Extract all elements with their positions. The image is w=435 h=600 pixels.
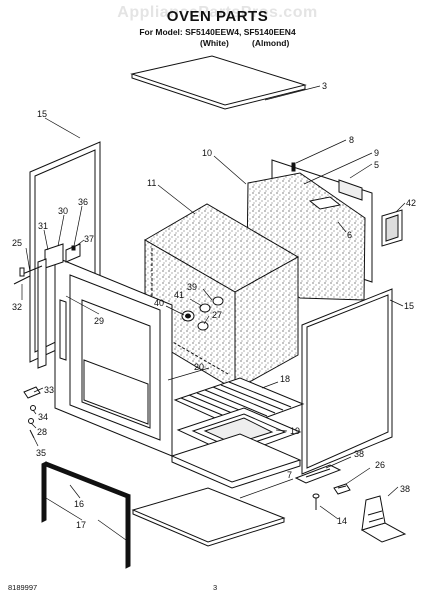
callout-16: 16 bbox=[74, 499, 84, 509]
leader-lines bbox=[21, 85, 406, 541]
right-side-panel-part bbox=[301, 288, 393, 475]
callout-11: 11 bbox=[147, 178, 156, 188]
color-almond: (Almond) bbox=[252, 38, 290, 48]
vent-upper-part bbox=[294, 464, 342, 484]
callout-8: 8 bbox=[349, 135, 354, 145]
page-title: OVEN PARTS bbox=[166, 8, 269, 25]
model-line: For Model: SF5140EEW4, SF5140EEN4 bbox=[139, 27, 296, 37]
page-number: 3 bbox=[213, 583, 218, 592]
callout-5: 5 bbox=[374, 160, 379, 170]
callout-27: 27 bbox=[212, 310, 222, 320]
bracket-part bbox=[381, 209, 403, 247]
callout-3: 3 bbox=[322, 81, 327, 91]
callout-34: 34 bbox=[38, 412, 48, 422]
light-assembly-part bbox=[181, 296, 224, 331]
watermark: AppliancePartsPros.com bbox=[117, 4, 318, 21]
callout-28: 28 bbox=[37, 427, 47, 437]
callout-38-lower: 38 bbox=[400, 484, 410, 494]
drawer-bottom-part bbox=[131, 487, 286, 547]
callout-36: 36 bbox=[78, 197, 88, 207]
callout-42: 42 bbox=[406, 198, 416, 208]
top-panel-part bbox=[130, 55, 307, 110]
oven-bottom-part bbox=[170, 433, 302, 489]
callout-9: 9 bbox=[374, 148, 379, 158]
callout-33: 33 bbox=[44, 385, 54, 395]
document-number: 8189997 bbox=[8, 583, 38, 592]
callout-labels: 3 8 9 10 5 11 15 42 36 30 31 37 25 6 32 … bbox=[12, 81, 416, 530]
callout-30: 30 bbox=[58, 206, 68, 216]
callout-31: 31 bbox=[38, 221, 48, 231]
callout-15-left: 15 bbox=[37, 109, 47, 119]
callout-6: 6 bbox=[347, 230, 352, 240]
screw-part bbox=[312, 493, 320, 510]
callout-14: 14 bbox=[337, 516, 347, 526]
callout-41: 41 bbox=[174, 290, 184, 300]
trim-strip-part bbox=[41, 461, 131, 569]
callout-18: 18 bbox=[280, 374, 290, 384]
callout-32: 32 bbox=[12, 302, 22, 312]
callout-19: 19 bbox=[290, 426, 300, 436]
callout-29: 29 bbox=[94, 316, 104, 326]
hinge-latch-part bbox=[13, 243, 81, 369]
color-white: (White) bbox=[200, 38, 229, 48]
callout-10: 10 bbox=[202, 148, 212, 158]
leveler-part bbox=[23, 386, 41, 439]
vent-lower-part bbox=[360, 495, 407, 543]
callout-20: 20 bbox=[194, 362, 204, 372]
callout-7: 7 bbox=[287, 470, 292, 480]
callout-15-right: 15 bbox=[404, 301, 414, 311]
callout-38-upper: 38 bbox=[354, 449, 364, 459]
callout-35: 35 bbox=[36, 448, 46, 458]
callout-37: 37 bbox=[84, 234, 94, 244]
callout-40: 40 bbox=[154, 298, 164, 308]
callout-17: 17 bbox=[76, 520, 86, 530]
front-frame-part bbox=[54, 256, 173, 457]
callout-39: 39 bbox=[187, 282, 197, 292]
callout-26: 26 bbox=[375, 460, 385, 470]
clip-part bbox=[333, 483, 351, 495]
callout-25: 25 bbox=[12, 238, 22, 248]
